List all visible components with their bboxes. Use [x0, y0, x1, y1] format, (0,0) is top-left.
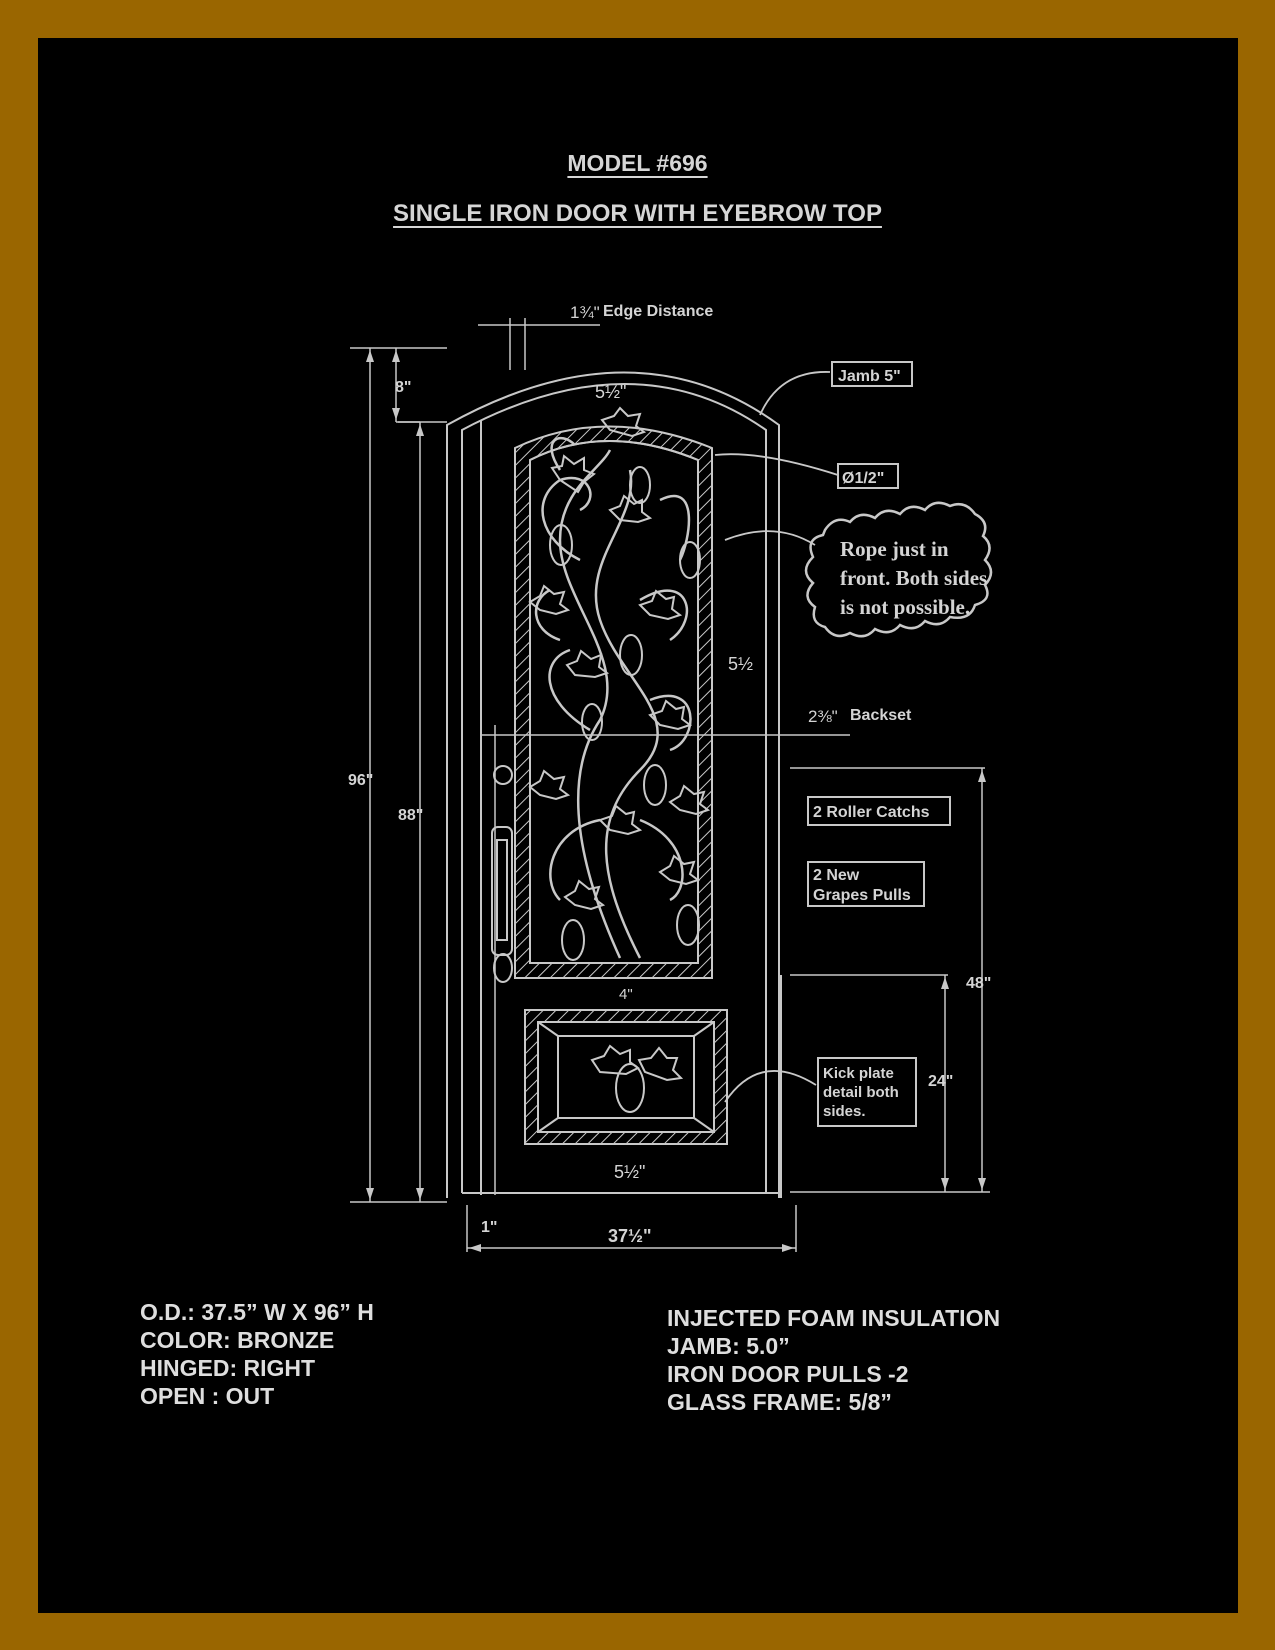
mid-rail-dimension: 4" [619, 986, 633, 1003]
jamb-callout-box [831, 361, 913, 387]
side-stile-dimension: 5½ [728, 654, 753, 674]
rope-note-line-2: front. Both sides [840, 566, 987, 590]
rope-note-cloud [804, 501, 993, 638]
rope-callout-box [837, 463, 899, 489]
pulls-text-line-1: 2 New [813, 867, 860, 884]
grape-vine-ironwork [534, 436, 692, 959]
spec-door-pulls: IRON DOOR PULLS -2 [667, 1361, 909, 1387]
jamb-callout-text: Jamb 5" [838, 368, 901, 385]
spec-open: OPEN : OUT [140, 1383, 275, 1409]
top-rise-dimension: 8" [395, 379, 411, 396]
slab-height-dimension: 88" [398, 807, 423, 824]
spec-color: COLOR: BRONZE [140, 1327, 335, 1353]
rope-note-line-1: Rope just in [840, 537, 949, 561]
bottom-rail-dimension: 5½" [614, 1162, 645, 1182]
spec-glass-frame: GLASS FRAME: 5/8” [667, 1389, 892, 1415]
arch-rail-dimension: 5½" [595, 382, 626, 402]
spec-hinged: HINGED: RIGHT [140, 1355, 316, 1381]
kick-plate-callout-box [817, 1057, 917, 1127]
backset-label: Backset [850, 707, 912, 724]
specs-right: INJECTED FOAM INSULATION JAMB: 5.0” IRON… [667, 1304, 1000, 1416]
roller-catch-text: 2 Roller Catchs [813, 804, 930, 821]
pulls-text-line-2: Grapes Pulls [813, 887, 911, 904]
door-outer-frame [446, 371, 780, 1198]
kick-height-dimension: 24" [928, 1073, 953, 1090]
pull-height-dimension: 48" [966, 975, 991, 992]
model-title: MODEL #696 [567, 150, 708, 176]
drawing-sheet [38, 38, 1238, 1613]
door-description-title: SINGLE IRON DOOR WITH EYEBROW TOP [393, 200, 882, 227]
roller-catch-callout-box [807, 796, 951, 826]
overall-width-dimension: 37½" [608, 1226, 652, 1246]
kick-plate-text-line-3: sides. [823, 1103, 866, 1120]
kick-plate-text-line-1: Kick plate [823, 1065, 894, 1082]
door-knob [493, 765, 513, 785]
callout-leaders [714, 371, 839, 1103]
rope-note-line-3: is not possible. [840, 595, 970, 619]
dimension-arrowheads [366, 350, 986, 1252]
pulls-callout-box [807, 861, 925, 907]
edge-distance-value: 1¾" [570, 303, 600, 322]
gap-dimension: 1" [481, 1219, 497, 1236]
spec-insulation: INJECTED FOAM INSULATION [667, 1305, 1001, 1331]
door-inner-frame [461, 383, 767, 1193]
backset-value: 2⅜" [808, 707, 838, 726]
grape-leaves [528, 406, 711, 911]
specs-left: O.D.: 37.5” W X 96” H COLOR: BRONZE HING… [140, 1298, 374, 1410]
overall-height-dimension: 96" [348, 772, 373, 789]
spec-outside-dimensions: O.D.: 37.5” W X 96” H [140, 1299, 374, 1325]
kick-plate-text-line-2: detail both [823, 1084, 899, 1101]
dimension-lines-left [350, 318, 990, 1252]
edge-distance-label: Edge Distance [603, 303, 713, 320]
grape-clusters [549, 466, 701, 961]
rope-callout-text: Ø1/2" [842, 470, 884, 487]
kick-plate-grape-emblem [590, 1044, 684, 1113]
spec-jamb: JAMB: 5.0” [667, 1333, 790, 1359]
